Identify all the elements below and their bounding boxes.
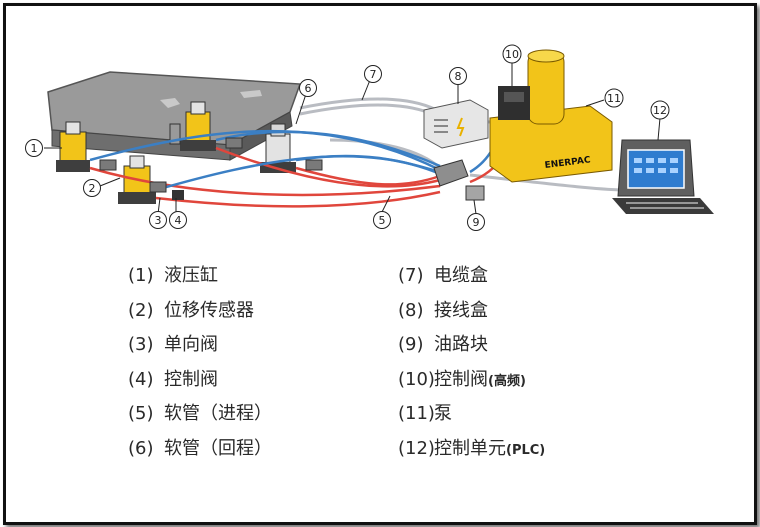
svg-text:2: 2 — [89, 182, 96, 195]
legend-sublabel: (PLC) — [506, 442, 546, 458]
callout-12: 12 — [650, 100, 670, 120]
callout-11: 11 — [604, 88, 624, 108]
svg-text:9: 9 — [473, 216, 480, 229]
legend-item: (10)控制阀(高频) — [398, 363, 545, 398]
callout-5: 5 — [373, 211, 391, 229]
legend-label: 位移传感器 — [164, 299, 254, 321]
legend-item: (7) 电缆盒 — [398, 259, 545, 294]
legend-left: (1)液压缸 (2)位移传感器 (3)单向阀 (4)控制阀 (5)软管（进程） … — [128, 259, 272, 466]
legend-label: 单向阀 — [164, 334, 218, 355]
legend-item: (9) 油路块 — [398, 328, 545, 363]
svg-text:4: 4 — [175, 214, 182, 227]
legend-item: (6) 软管（回程） — [128, 432, 272, 467]
legend-item: (8) 接线盒 — [398, 294, 545, 329]
plc-control-unit — [612, 139, 714, 214]
junction-box — [423, 99, 489, 149]
legend-label: 软管（进程） — [164, 403, 272, 424]
svg-text:3: 3 — [155, 214, 162, 227]
legend-item: (3) 单向阀 — [128, 328, 272, 363]
svg-text:5: 5 — [379, 214, 386, 227]
callout-2: 2 — [83, 179, 101, 197]
manifold-block — [433, 159, 485, 201]
svg-text:10: 10 — [505, 48, 519, 61]
callout-4: 4 — [169, 211, 187, 229]
legend-label: 电缆盒 — [434, 265, 488, 286]
legend-number: (10) — [398, 368, 435, 390]
svg-text:12: 12 — [653, 104, 667, 117]
legend-label: 控制阀 — [164, 368, 218, 390]
svg-text:7: 7 — [370, 68, 377, 81]
callout-10: 10 — [502, 44, 522, 64]
legend-item: (5) 软管（进程） — [128, 397, 272, 432]
callout-7: 7 — [364, 65, 382, 83]
legend-label: 控制阀 — [434, 368, 488, 390]
valves — [99, 137, 323, 200]
svg-text:8: 8 — [455, 70, 462, 83]
legend-number: (2) — [128, 299, 154, 321]
legend-number: (6) — [128, 437, 154, 459]
position-sensor — [169, 123, 181, 145]
cylinder-1 — [56, 121, 90, 172]
callout-9: 9 — [467, 213, 485, 231]
legend-item: (1) 液压缸 — [128, 259, 272, 294]
callout-1: 1 — [25, 139, 43, 157]
legend-number: (7) — [398, 265, 424, 286]
legend-item: (2) 位移传感器 — [128, 294, 272, 329]
legend-number: (11) — [398, 403, 435, 424]
legend-number: (3) — [128, 334, 154, 355]
legend-label: 软管（回程） — [164, 437, 272, 459]
svg-text:1: 1 — [31, 142, 38, 155]
hoses-return — [89, 119, 502, 192]
callout-3: 3 — [149, 211, 167, 229]
legend-label: 油路块 — [434, 334, 488, 355]
svg-text:6: 6 — [305, 82, 312, 95]
legend-label: 液压缸 — [164, 265, 218, 286]
legend-number: (8) — [398, 299, 424, 321]
legend-number: (12) — [398, 437, 435, 459]
legend-number: (1) — [128, 265, 154, 286]
legend-item: (11)泵 — [398, 397, 545, 432]
hoses-supply — [89, 121, 512, 208]
pump-unit: ENERPAC — [489, 49, 613, 183]
legend-number: (4) — [128, 368, 154, 390]
callouts: 1 2 3 4 5 6 7 8 9 10 11 12 — [25, 44, 670, 231]
legend-item: (12)控制单元(PLC) — [398, 432, 545, 467]
concrete-slab — [47, 71, 302, 161]
legend-label: 泵 — [434, 403, 452, 424]
svg-text:11: 11 — [607, 92, 621, 105]
callout-leaders — [44, 62, 661, 215]
legend-item: (4) 控制阀 — [128, 363, 272, 398]
callout-8: 8 — [449, 67, 467, 85]
legend-number: (9) — [398, 334, 424, 355]
legend-label: 控制单元 — [434, 437, 506, 459]
legend-label: 接线盒 — [434, 299, 488, 321]
legend-sublabel: (高频) — [488, 373, 526, 389]
legend-right: (7) 电缆盒 (8) 接线盒 (9) 油路块 (10)控制阀(高频) (11)泵 (… — [398, 259, 545, 466]
legend-number: (5) — [128, 403, 154, 424]
callout-6: 6 — [299, 79, 317, 97]
